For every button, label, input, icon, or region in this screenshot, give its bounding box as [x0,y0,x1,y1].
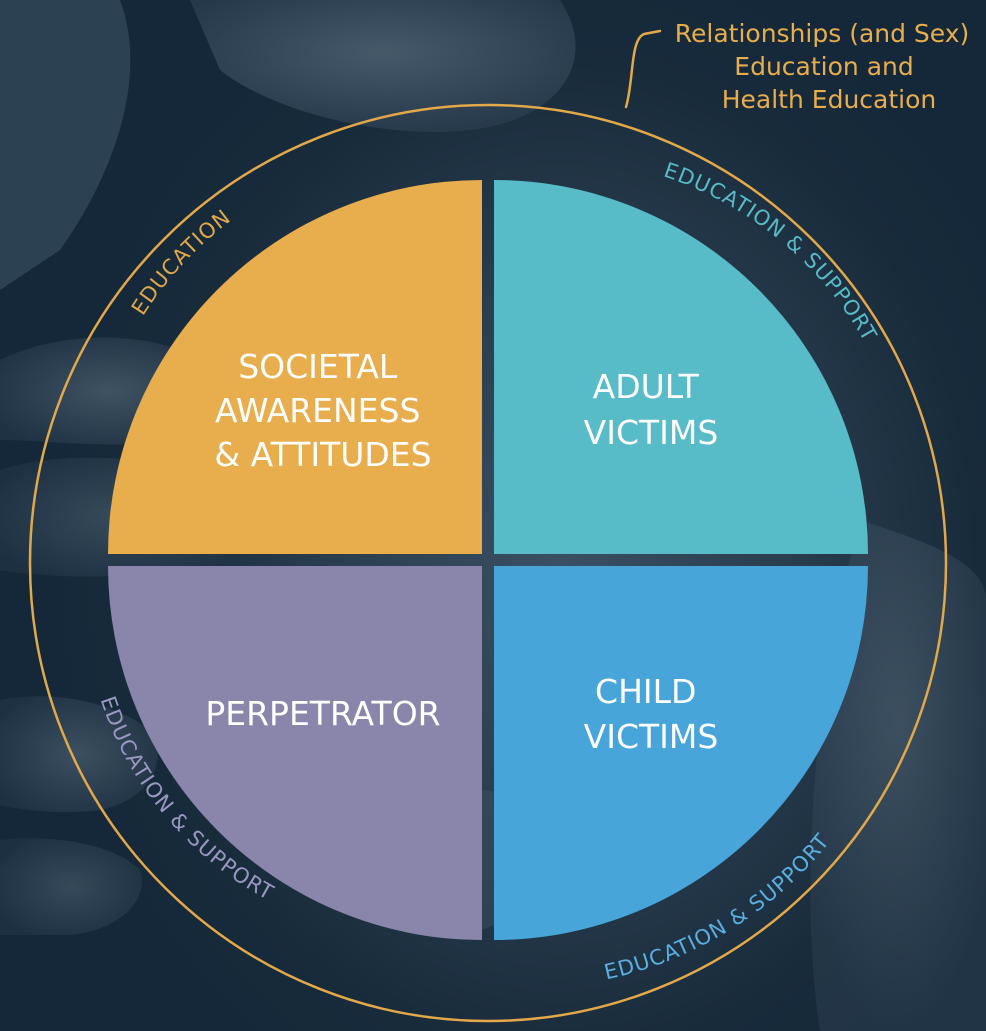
quadrant-child-victims [494,566,868,940]
outer-ring [28,103,948,1023]
quadrant-societal-label: SOCIETAL AWARENESS & ATTITUDES [214,347,431,474]
quadrant-adult-victims [494,180,868,554]
quadrant-child-label: CHILD VICTIMS [584,672,719,756]
callout-bracket [624,29,662,109]
quadrant-adult-label: ADULT VICTIMS [584,367,719,452]
quadrant-perpetrator [108,566,482,940]
quadrant-perpetrator-label: PERPETRATOR [205,694,440,733]
callout-label: Relationships (and Sex) Education and He… [675,19,977,114]
quadrant-societal-awareness [108,180,482,554]
